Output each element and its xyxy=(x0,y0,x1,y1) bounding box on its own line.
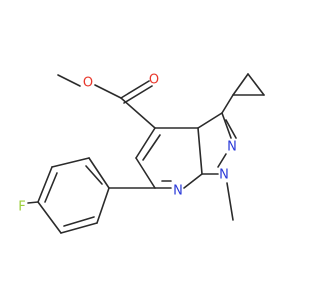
bond-carbonyl-c-o-1 xyxy=(120,80,150,99)
bond-n2-n1 xyxy=(217,153,227,168)
bond-n-methyl xyxy=(226,182,234,221)
bond-cyclopropyl-2 xyxy=(247,73,265,96)
bond-phenyl-3 xyxy=(37,166,53,203)
bond-carbonyl-c-ring xyxy=(120,97,156,129)
bond-c5-c6 xyxy=(135,157,156,189)
atom-labels: O O N N N F xyxy=(18,73,237,215)
nitrogen-pyridine-label: N xyxy=(173,184,183,199)
bond-cyclopropyl-attach xyxy=(221,94,234,114)
bond-phenyl-4 xyxy=(37,201,62,234)
bond-phenyl-3-double xyxy=(44,172,58,203)
chemical-structure: O O N N N F xyxy=(18,73,265,234)
bond-c3-c3a xyxy=(197,112,223,129)
bond-carbonyl-c-o-2 xyxy=(123,85,153,104)
bond-o-carbonyl-c xyxy=(94,84,122,99)
bond-c3-n2-double xyxy=(225,119,237,139)
structure-canvas: O O N N N F xyxy=(18,73,265,234)
oxygen-ether-label: O xyxy=(83,76,93,91)
bond-methyl-o xyxy=(57,74,81,87)
bond-c3-n2 xyxy=(221,112,232,139)
bonds xyxy=(27,73,265,234)
oxygen-carbonyl-label: O xyxy=(149,73,159,88)
bond-c4-c5 xyxy=(135,127,156,159)
bond-phenyl-5-double xyxy=(63,216,95,227)
bond-phenyl-2 xyxy=(51,157,90,168)
bond-c3a-c7a xyxy=(197,127,203,175)
bond-phenyl-1-double xyxy=(85,165,103,185)
bond-phenyl-5 xyxy=(60,222,98,234)
bond-n7-c7a xyxy=(183,173,203,189)
nitrogen-pyrazole-label: N xyxy=(227,140,237,155)
bond-phenyl-6 xyxy=(96,187,110,224)
bond-phenyl-1 xyxy=(88,157,110,189)
bond-phenyl-f xyxy=(27,201,39,204)
bond-cyclopropyl-1 xyxy=(232,73,249,96)
fluorine-label: F xyxy=(18,200,25,215)
nitrogen-methyl-label: N xyxy=(219,168,229,183)
bond-c4-c5-double xyxy=(142,134,161,161)
